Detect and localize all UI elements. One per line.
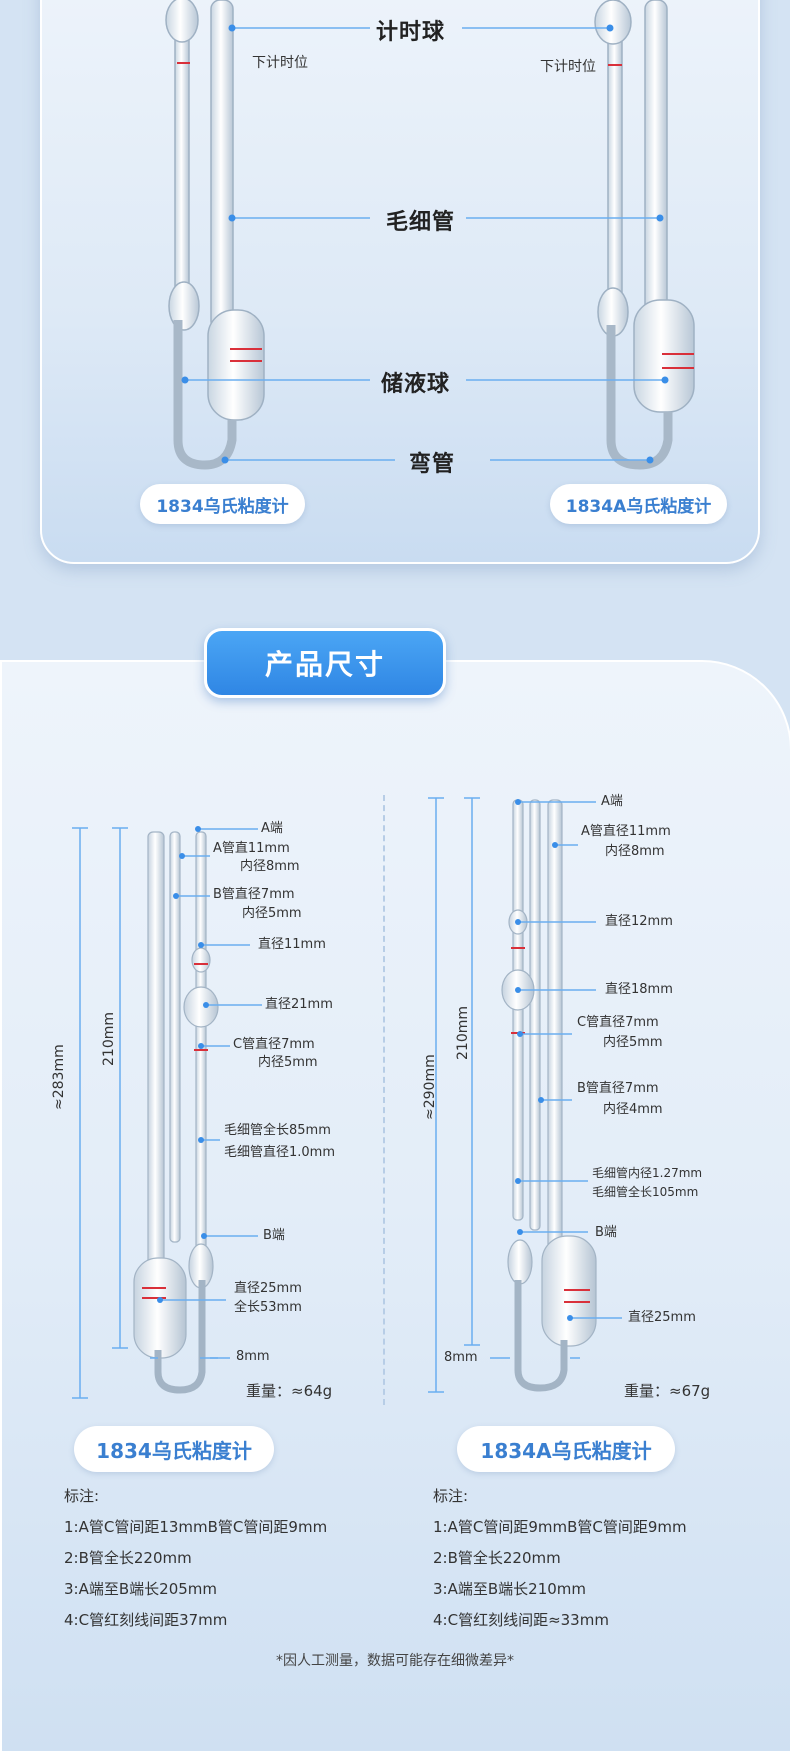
left-note-item: 4:C管红刻线间距37mm bbox=[64, 1611, 228, 1629]
left-label-a-end: A端 bbox=[261, 821, 283, 836]
right-note-item: 3:A端至B端长210mm bbox=[433, 1580, 587, 1598]
left-label-a-tube-inner: 内径8mm bbox=[240, 859, 300, 874]
left-dimension-bars bbox=[72, 827, 128, 1399]
right-note-item: 4:C管红刻线间距≈33mm bbox=[433, 1611, 609, 1629]
left-viscometer-dimensioned bbox=[133, 831, 219, 1394]
left-weight: 重量：≈64g bbox=[246, 1382, 333, 1400]
left-label-gap: 8mm bbox=[236, 1349, 270, 1364]
left-inner-height: 210mm bbox=[101, 1012, 117, 1066]
left-note-item: 2:B管全长220mm bbox=[64, 1549, 192, 1567]
left-note-item: 3:A端至B端长205mm bbox=[64, 1580, 218, 1598]
left-label-capillary-diameter: 毛细管直径1.0mm bbox=[224, 1145, 336, 1160]
right-label-d12: 直径12mm bbox=[605, 914, 673, 929]
left-label-total-length: 全长53mm bbox=[234, 1300, 302, 1315]
label-bend: 弯管 bbox=[409, 452, 456, 477]
left-label-b-end: B端 bbox=[263, 1228, 285, 1243]
left-label-capillary-length: 毛细管全长85mm bbox=[224, 1123, 331, 1138]
right-inner-height: 210mm bbox=[455, 1006, 471, 1060]
right-viscometer-drawing bbox=[594, 0, 695, 470]
right-dimension-bars bbox=[428, 797, 480, 1393]
top-parts-panel bbox=[40, 0, 760, 564]
left-label-d25: 直径25mm bbox=[234, 1281, 302, 1296]
left-notes: 标注: 1:A管C管间距13mmB管C管间距9mm 2:B管全长220mm 3:… bbox=[64, 1481, 327, 1636]
right-label-capillary-length: 毛细管全长105mm bbox=[592, 1185, 699, 1199]
right-label-c-tube-outer: C管直径7mm bbox=[577, 1015, 659, 1030]
top-viscometer-illustrations bbox=[165, 0, 695, 470]
right-label-capillary-inner: 毛细管内径1.27mm bbox=[592, 1166, 703, 1180]
left-viscometer-drawing bbox=[165, 0, 265, 470]
right-notes: 标注: 1:A管C管间距9mmB管C管间距9mm 2:B管全长220mm 3:A… bbox=[433, 1481, 687, 1636]
label-lower-mark-right: 下计时位 bbox=[540, 59, 596, 75]
right-total-height: ≈290mm bbox=[422, 1054, 438, 1120]
left-notes-title: 标注: bbox=[64, 1487, 100, 1505]
label-capillary: 毛细管 bbox=[386, 210, 456, 235]
left-label-d21: 直径21mm bbox=[265, 997, 333, 1012]
left-label-a-tube-outer: A管直11mm bbox=[213, 841, 290, 856]
left-label-c-tube-inner: 内径5mm bbox=[258, 1055, 318, 1070]
model-pill-1834-top: 1834乌氏粘度计 bbox=[140, 484, 305, 524]
top-leader-lines bbox=[185, 27, 665, 461]
label-timing-bulb: 计时球 bbox=[376, 20, 446, 45]
right-label-a-tube-inner: 内径8mm bbox=[605, 844, 665, 859]
left-leader-lines bbox=[150, 828, 262, 1359]
left-label-c-tube-outer: C管直径7mm bbox=[233, 1037, 315, 1052]
right-note-item: 1:A管C管间距9mmB管C管间距9mm bbox=[433, 1518, 687, 1536]
label-lower-mark-left: 下计时位 bbox=[252, 55, 308, 71]
left-note-item: 1:A管C管间距13mmB管C管间距9mm bbox=[64, 1518, 328, 1536]
right-label-b-tube-inner: 内径4mm bbox=[603, 1102, 663, 1117]
section-title-product-size: 产品尺寸 bbox=[204, 628, 446, 698]
column-divider bbox=[383, 795, 385, 1405]
model-pill-1834a-bottom: 1834A乌氏粘度计 bbox=[457, 1426, 675, 1472]
right-label-c-tube-inner: 内径5mm bbox=[603, 1035, 663, 1050]
right-label-a-tube-outer: A管直径11mm bbox=[581, 824, 671, 839]
left-label-d11: 直径11mm bbox=[258, 937, 326, 952]
right-weight: 重量：≈67g bbox=[624, 1382, 711, 1400]
right-leader-lines bbox=[490, 801, 622, 1359]
right-label-b-end: B端 bbox=[595, 1225, 617, 1240]
right-label-b-tube-outer: B管直径7mm bbox=[577, 1081, 659, 1096]
right-label-a-end: A端 bbox=[601, 794, 623, 809]
label-reservoir: 储液球 bbox=[381, 372, 451, 397]
dimensions-panel bbox=[0, 660, 790, 1753]
footer-disclaimer: *因人工测量，数据可能存在细微差异* bbox=[276, 1653, 514, 1669]
right-label-gap: 8mm bbox=[444, 1350, 478, 1365]
left-label-b-tube-inner: 内径5mm bbox=[242, 906, 302, 921]
model-pill-1834a-top: 1834A乌氏粘度计 bbox=[550, 484, 727, 524]
right-note-item: 2:B管全长220mm bbox=[433, 1549, 561, 1567]
right-label-d25: 直径25mm bbox=[628, 1310, 696, 1325]
right-label-d18: 直径18mm bbox=[605, 982, 673, 997]
right-notes-title: 标注: bbox=[433, 1487, 469, 1505]
model-pill-1834-bottom: 1834乌氏粘度计 bbox=[74, 1426, 274, 1472]
left-total-height: ≈283mm bbox=[51, 1044, 67, 1110]
left-label-b-tube-outer: B管直径7mm bbox=[213, 887, 295, 902]
